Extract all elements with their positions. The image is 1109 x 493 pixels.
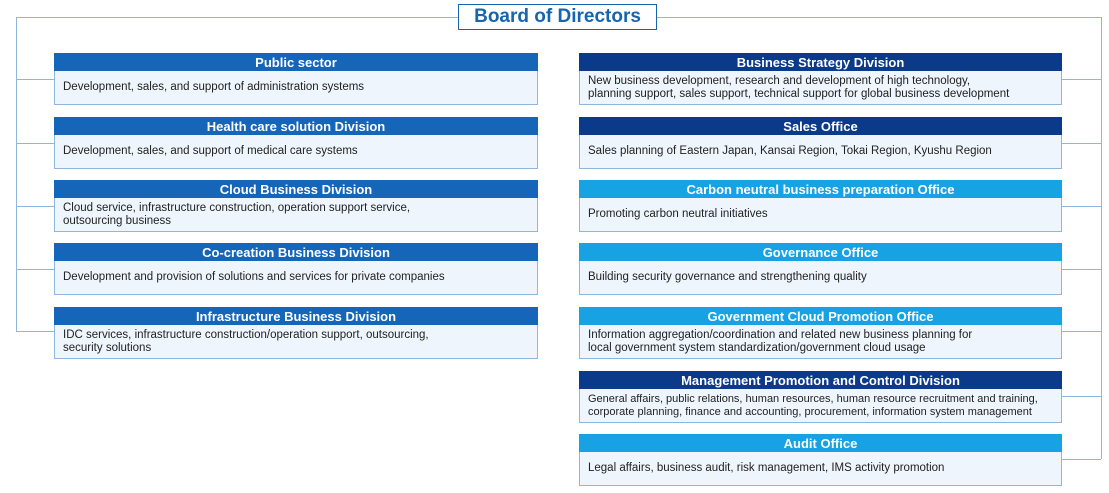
unit-title: Audit Office [579,434,1062,452]
unit-title: Management Promotion and Control Divisio… [579,371,1062,389]
unit-title: Business Strategy Division [579,53,1062,71]
description-line: Development, sales, and support of admin… [63,81,365,93]
unit-title: Governance Office [579,243,1062,261]
unit-description: Development and provision of solutions a… [54,261,538,295]
description-line: IDC services, infrastructure constructio… [63,328,429,341]
unit-description: Cloud service, infrastructure constructi… [54,198,538,232]
unit-title: Carbon neutral business preparation Offi… [579,180,1062,198]
unit-description: Information aggregation/coordination and… [579,325,1062,359]
unit-infrastructure-business-division: Infrastructure Business Division IDC ser… [54,307,538,359]
description-line: local government system standardization/… [588,341,926,354]
unit-description: New business development, research and d… [579,71,1062,105]
unit-description: Development, sales, and support of admin… [54,71,538,105]
description-line: Legal affairs, business audit, risk mana… [588,462,945,474]
description-line: Development, sales, and support of medic… [63,145,358,157]
right-trunk-line [657,17,1102,459]
unit-governance-office: Governance Office Building security gove… [579,243,1062,295]
unit-health-care-solution-division: Health care solution Division Developmen… [54,117,538,169]
unit-sales-office: Sales Office Sales planning of Eastern J… [579,117,1062,169]
description-line: Sales planning of Eastern Japan, Kansai … [588,145,992,157]
unit-description: IDC services, infrastructure constructio… [54,325,538,359]
description-line: General affairs, public relations, human… [588,392,1038,405]
unit-description: Sales planning of Eastern Japan, Kansai … [579,135,1062,169]
unit-carbon-neutral-office: Carbon neutral business preparation Offi… [579,180,1062,232]
unit-management-promotion-control-division: Management Promotion and Control Divisio… [579,371,1062,423]
unit-business-strategy-division: Business Strategy Division New business … [579,53,1062,105]
left-trunk-line [16,17,458,331]
unit-description: General affairs, public relations, human… [579,389,1062,423]
unit-title: Infrastructure Business Division [54,307,538,325]
unit-co-creation-business-division: Co-creation Business Division Developmen… [54,243,538,295]
unit-title: Government Cloud Promotion Office [579,307,1062,325]
unit-government-cloud-promotion-office: Government Cloud Promotion Office Inform… [579,307,1062,359]
description-line: outsourcing business [63,214,172,227]
unit-title: Health care solution Division [54,117,538,135]
description-line: Building security governance and strengt… [588,271,867,283]
unit-title: Co-creation Business Division [54,243,538,261]
description-line: planning support, sales support, technic… [588,87,1010,100]
unit-audit-office: Audit Office Legal affairs, business aud… [579,434,1062,486]
unit-public-sector: Public sector Development, sales, and su… [54,53,538,105]
description-line: Development and provision of solutions a… [63,271,445,283]
description-line: security solutions [63,341,152,354]
unit-description: Building security governance and strengt… [579,261,1062,295]
board-of-directors: Board of Directors [458,4,657,30]
description-line: Cloud service, infrastructure constructi… [63,201,411,214]
description-line: Information aggregation/coordination and… [588,328,973,341]
unit-title: Public sector [54,53,538,71]
unit-title: Cloud Business Division [54,180,538,198]
unit-description: Legal affairs, business audit, risk mana… [579,452,1062,486]
description-line: New business development, research and d… [588,74,971,87]
description-line: Promoting carbon neutral initiatives [588,208,768,220]
unit-description: Development, sales, and support of medic… [54,135,538,169]
description-line: corporate planning, finance and accounti… [588,405,1032,418]
unit-title: Sales Office [579,117,1062,135]
unit-description: Promoting carbon neutral initiatives [579,198,1062,232]
unit-cloud-business-division: Cloud Business Division Cloud service, i… [54,180,538,232]
